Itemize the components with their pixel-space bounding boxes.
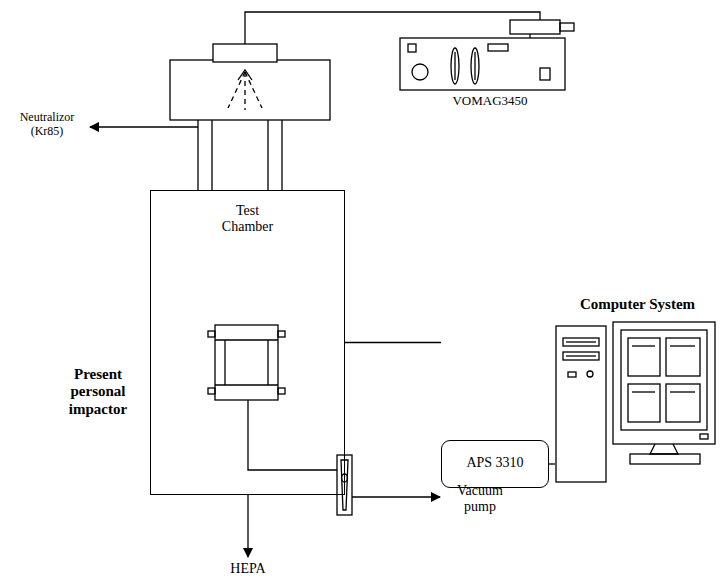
spray-lines bbox=[228, 72, 262, 110]
neutralizer-arrow bbox=[90, 126, 198, 127]
pump-label: Vacuum pump bbox=[445, 483, 515, 515]
vacuum-arrow bbox=[352, 496, 440, 497]
outlet-label: HEPA bbox=[218, 561, 278, 577]
instrument-label: VOMAG3450 bbox=[430, 94, 550, 109]
computer-node: Computer System bbox=[555, 296, 720, 482]
connector-line bbox=[345, 342, 441, 343]
atomizer-housing bbox=[170, 60, 330, 120]
spray-head bbox=[238, 70, 252, 80]
personal-impactor bbox=[208, 325, 285, 400]
instrument-box: APS 3310 bbox=[441, 440, 549, 488]
atomizer-nozzle bbox=[213, 44, 277, 62]
vomag-instrument bbox=[400, 20, 574, 90]
node-text: APS 3310 bbox=[447, 455, 543, 471]
impactor-label: Present personal impactor bbox=[50, 366, 146, 418]
node-text: Test Chamber bbox=[212, 203, 284, 235]
chamber-box: Test Chamber bbox=[150, 190, 345, 495]
sampling-line bbox=[248, 400, 337, 470]
node-text: Computer System bbox=[558, 296, 718, 313]
computer-figure bbox=[556, 322, 715, 482]
connecting-tubes bbox=[198, 120, 282, 190]
connector-line bbox=[549, 463, 555, 464]
supply-line bbox=[245, 12, 540, 44]
hepa-arrow bbox=[247, 495, 248, 557]
neutralizer-label: Neutralizor (Kr85) bbox=[6, 111, 88, 139]
